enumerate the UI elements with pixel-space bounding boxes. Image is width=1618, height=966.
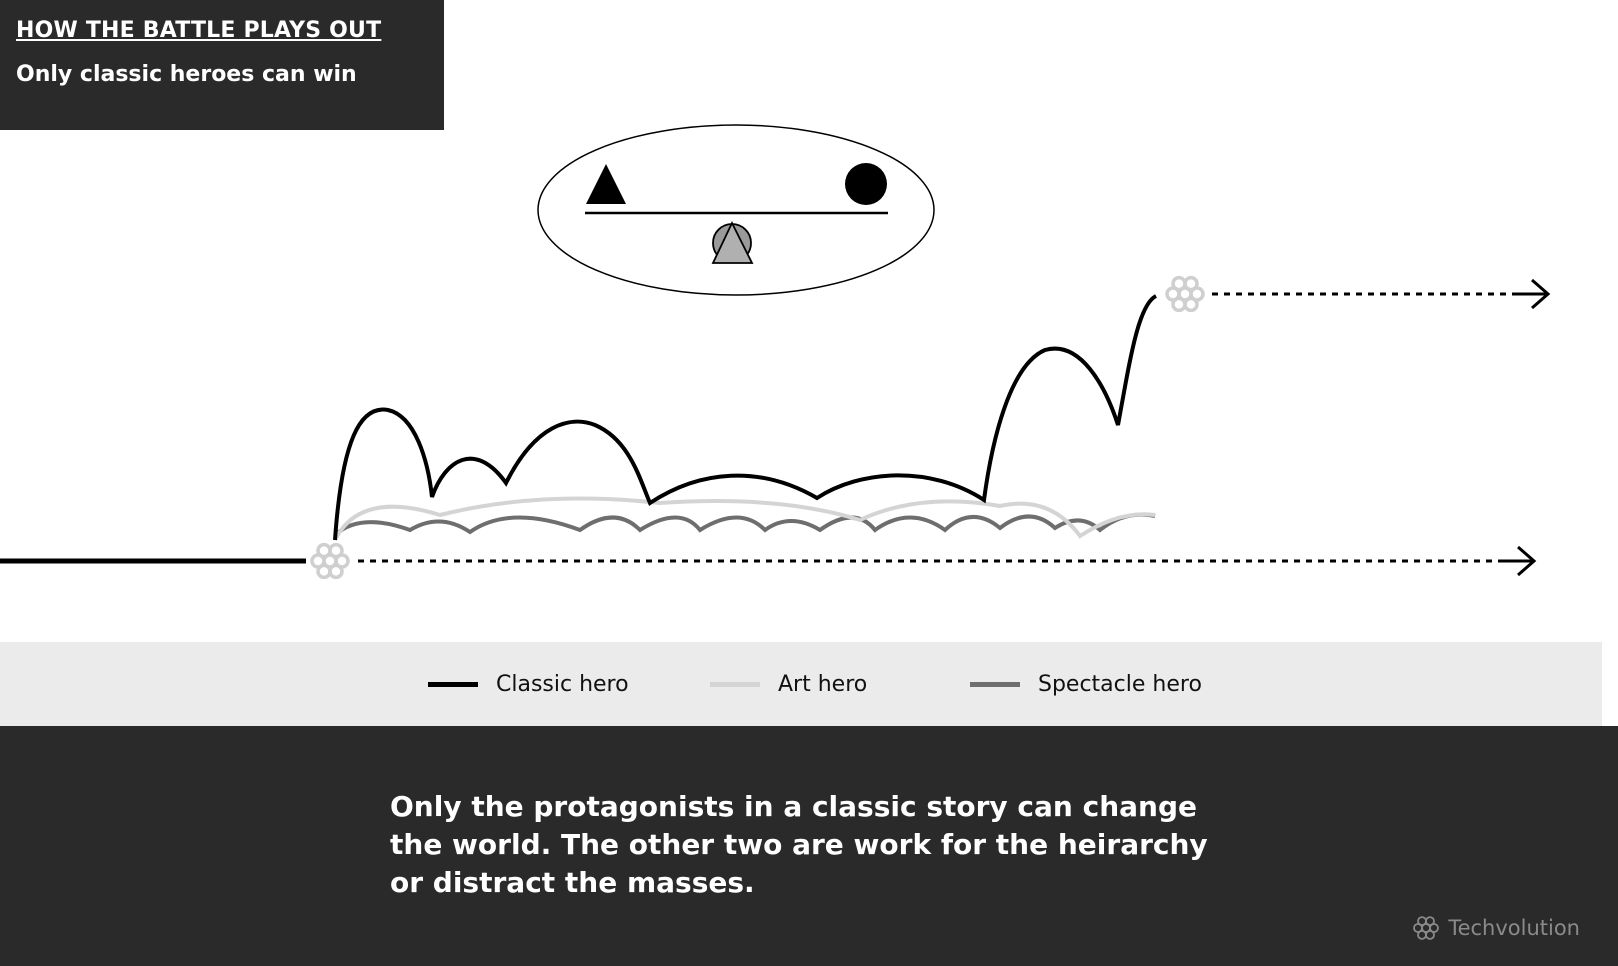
brand-logo: Techvolution [1412, 914, 1580, 942]
legend-swatch-spectacle [970, 681, 1020, 687]
balance-emblem [537, 124, 935, 296]
footer-band: Only the protagonists in a classic story… [0, 726, 1618, 966]
diagram-subtitle: Only classic heroes can win [16, 62, 357, 87]
brand-name: Techvolution [1448, 916, 1580, 940]
legend: Classic hero Art hero Spectacle hero [0, 642, 1602, 726]
battle-diagram [0, 124, 1551, 580]
title-box: HOW THE BATTLE PLAYS OUT Only classic he… [0, 0, 444, 130]
art-hero-line [333, 496, 1156, 541]
legend-item-classic-hero: Classic hero [428, 642, 629, 726]
balance-ellipse [537, 124, 935, 296]
victory-flower-icon [1165, 275, 1205, 313]
legend-item-art-hero: Art hero [710, 642, 867, 726]
circle-icon [845, 163, 887, 205]
fulcrum-icon [711, 220, 754, 264]
legend-swatch-classic [428, 681, 478, 687]
legend-label: Spectacle hero [1038, 671, 1202, 697]
spectacle-hero-line [333, 512, 1156, 537]
legend-label: Art hero [778, 671, 868, 697]
legend-item-spectacle-hero: Spectacle hero [970, 642, 1202, 726]
legend-swatch-art [710, 681, 760, 687]
legend-label: Classic hero [496, 671, 629, 697]
triangle-icon [586, 164, 626, 204]
caption-text: Only the protagonists in a classic story… [390, 790, 1208, 899]
flower-icon [1413, 916, 1440, 940]
start-flower-icon [310, 542, 350, 580]
diagram-title: HOW THE BATTLE PLAYS OUT [16, 18, 382, 43]
classic-hero-line [333, 294, 1158, 541]
